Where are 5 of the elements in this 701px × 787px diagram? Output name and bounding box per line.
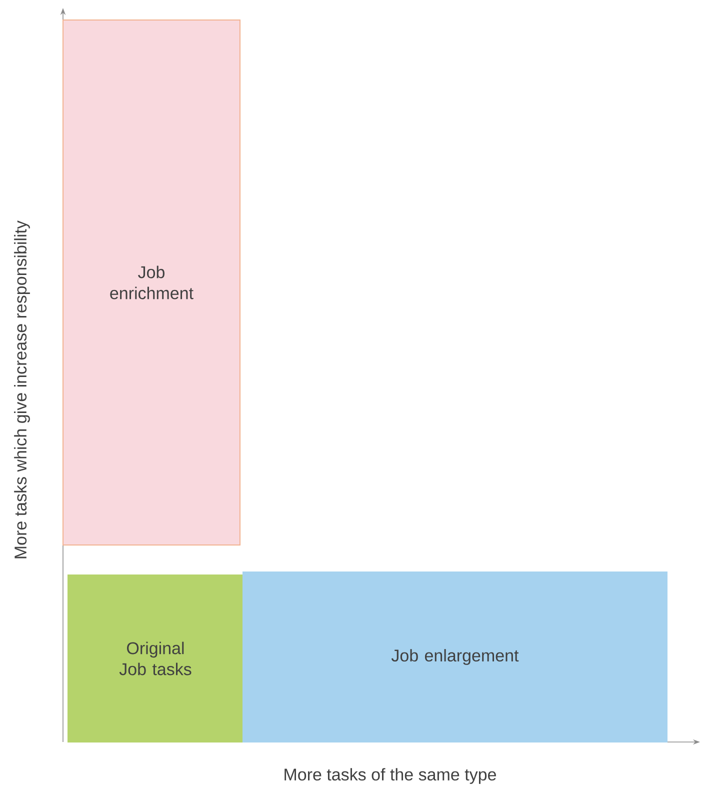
axis-label: More tasks of the same type <box>284 768 496 784</box>
box: Job enrichment <box>62 20 240 546</box>
axis-label: More tasks which give increase responsibility <box>14 220 30 558</box>
box: Job enlargement <box>242 572 668 742</box>
box: Original Job tasks <box>68 574 244 742</box>
